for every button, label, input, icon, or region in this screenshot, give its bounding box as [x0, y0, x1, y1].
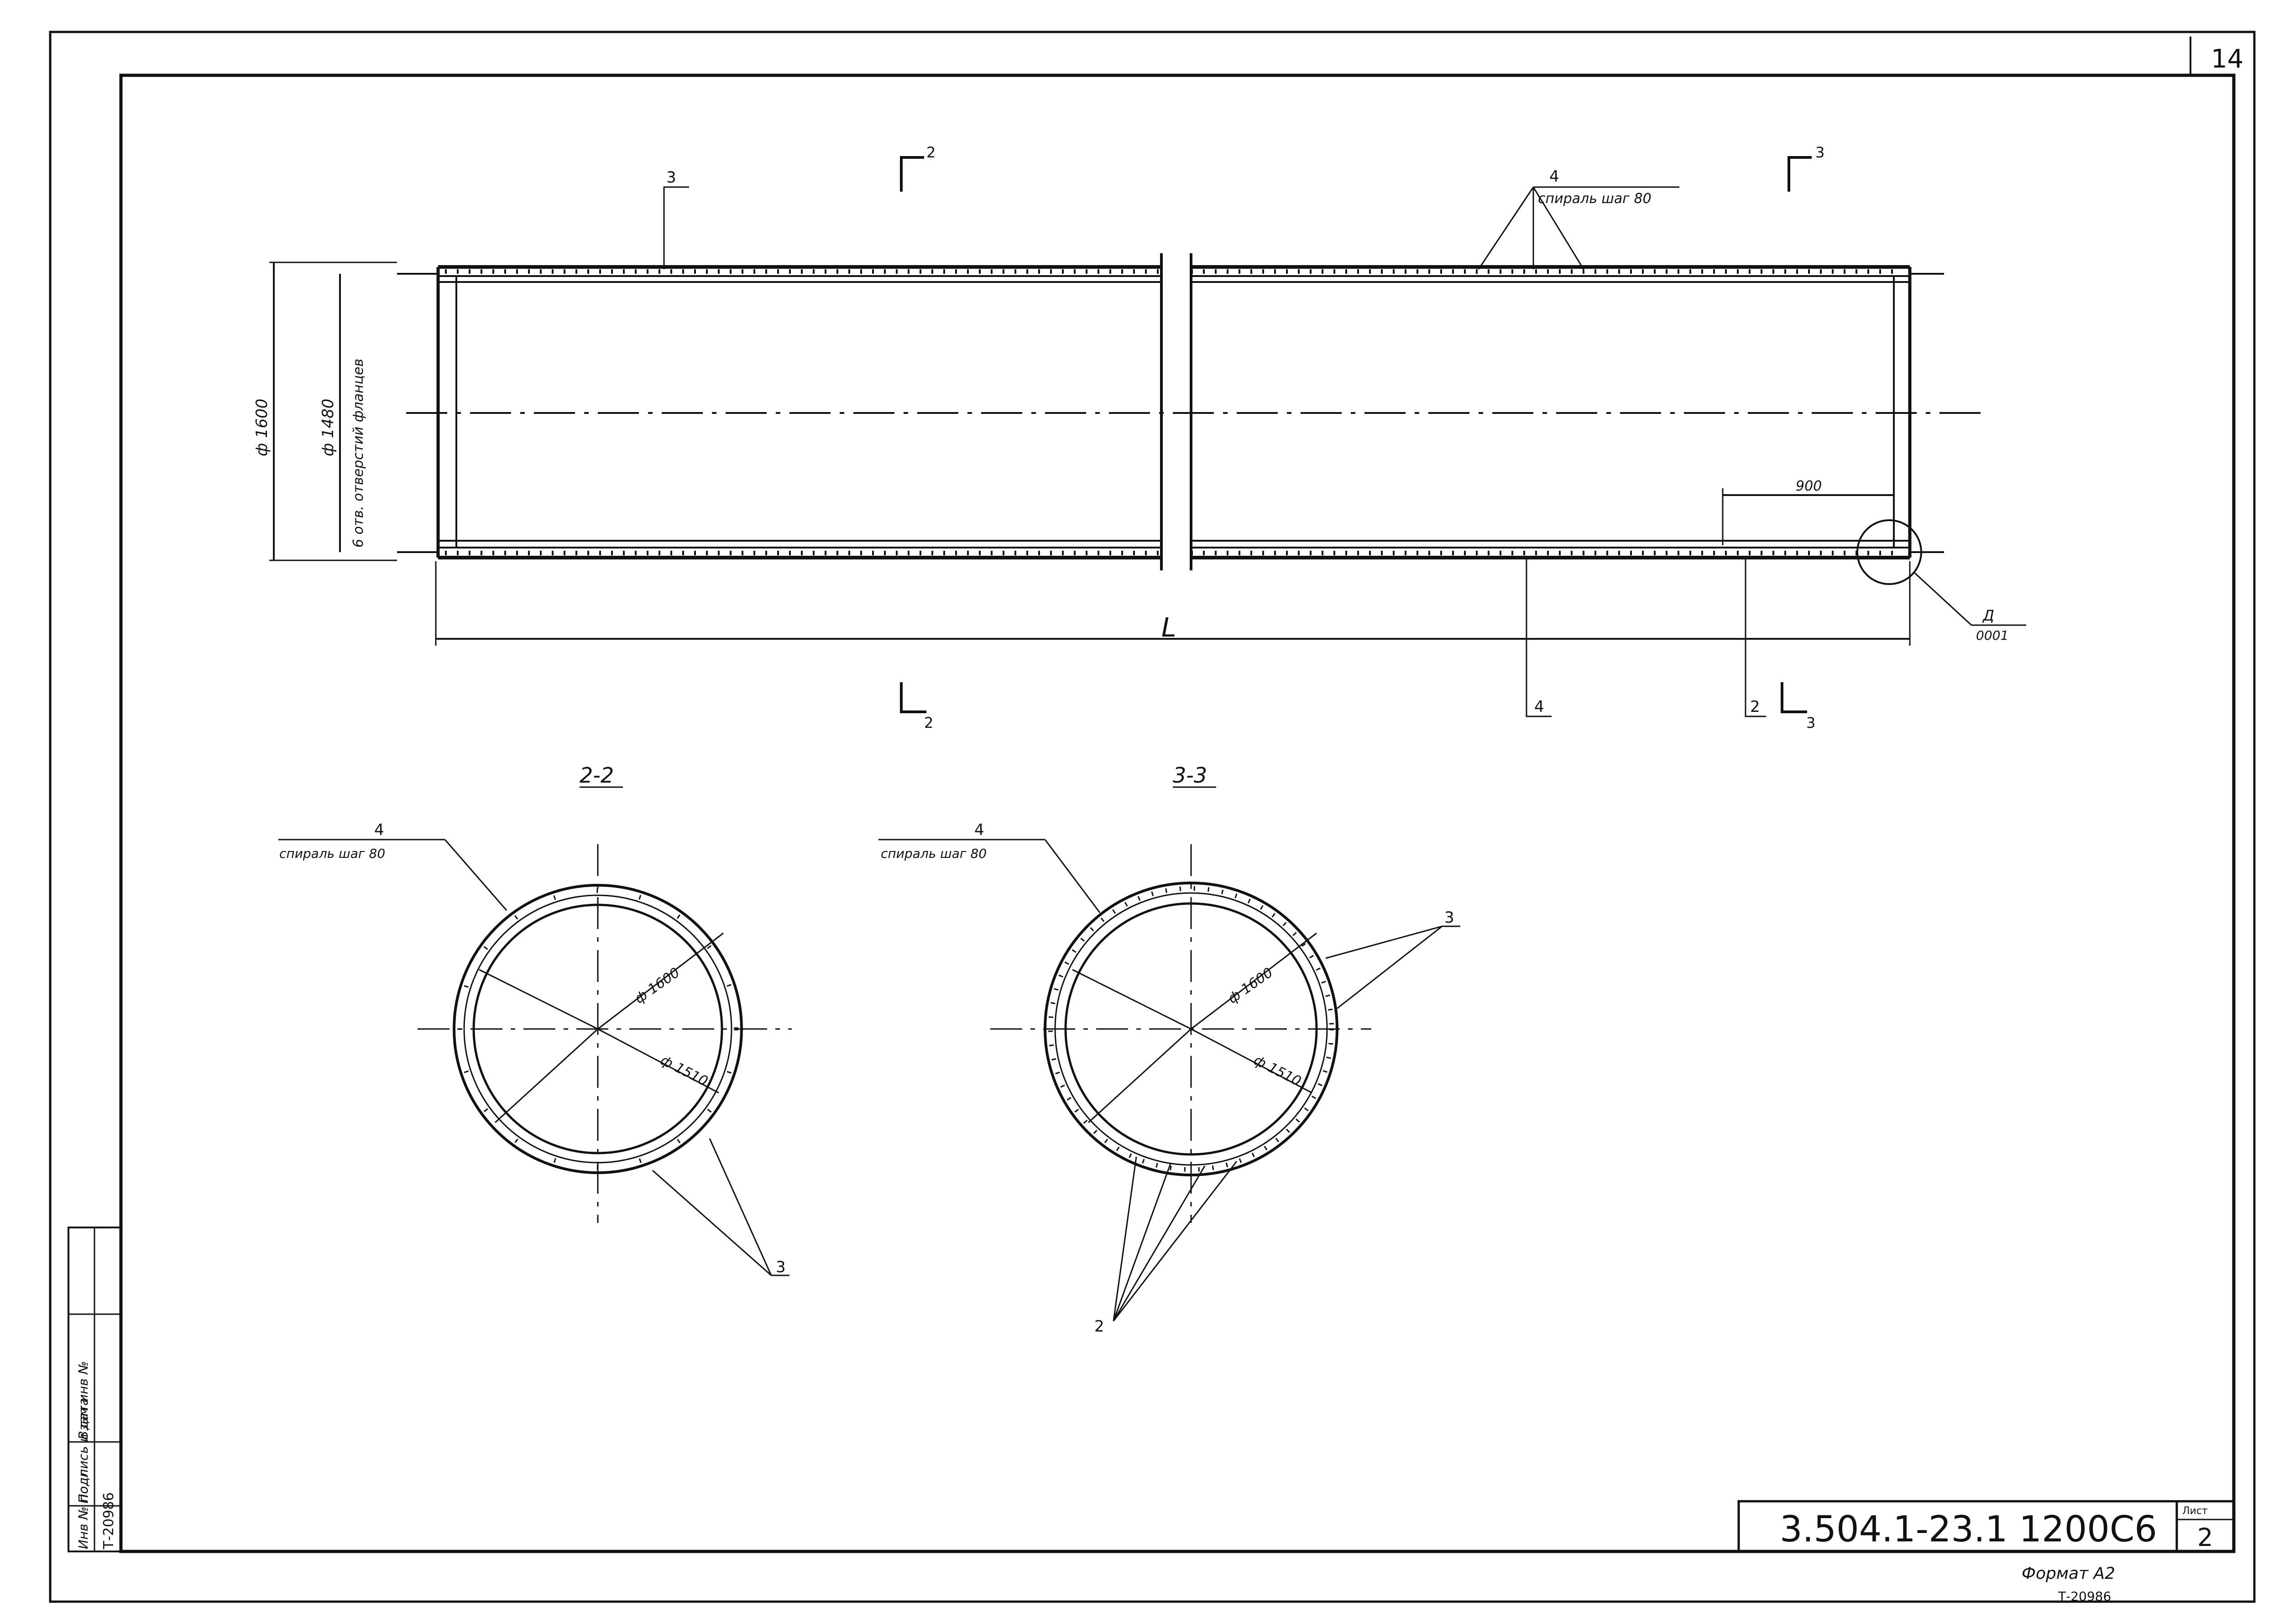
sheet-number: 2: [2197, 1523, 2213, 1552]
section-3-callout-text: спираль шаг 80: [881, 846, 987, 861]
callout-3-top-label: 3: [666, 168, 676, 187]
section-3-callout-2: 2: [1094, 1317, 1104, 1336]
dim-holes-note: 6 отв. отверстий фланцев: [350, 359, 366, 548]
inventory-stamp: Т-20986: [2058, 1589, 2111, 1604]
side-stamp: Инв № подл. Подпись и дата Взам инв № Т-…: [68, 1227, 122, 1552]
section-mark-3-bottom: 3: [1781, 682, 1815, 731]
document-code: 3.504.1-23.1 1200С6: [1780, 1509, 2157, 1550]
format-label: Формат А2: [2022, 1564, 2115, 1583]
callout-2-bottom-label: 2: [1750, 698, 1760, 716]
stamp-col-replaces-inv: Взам инв №: [76, 1361, 91, 1440]
section-2-2: 2-2 ф 1600 ф 1510 4 спираль шаг 80 3: [278, 763, 792, 1276]
detail-callout: Д 0001: [1856, 519, 2026, 643]
outer-frame: [49, 31, 2256, 1603]
detail-ref-sheet: 0001: [1976, 628, 2008, 643]
stamp-col-inv-original: Инв № подл.: [76, 1465, 91, 1549]
dimension-length: L: [435, 561, 1911, 646]
title-block: 3.504.1-23.1 1200С6 Лист 2: [1737, 1500, 2235, 1553]
dim-holes-label: ф 1480: [319, 399, 337, 456]
section-3-dia-inner: ф 1510: [1251, 1052, 1303, 1090]
dim-outer-label: ф 1600: [253, 399, 271, 456]
callout-4-top: 4 спираль шаг 80: [1478, 167, 1679, 270]
section-3-title: 3-3: [1173, 763, 1207, 788]
detail-ref-letter: Д: [1982, 607, 1994, 624]
section-mark-2-top-label: 2: [926, 144, 936, 161]
inner-frame: [119, 73, 2236, 1553]
dimension-bolt-circle: ф 1480 6 отв. отверстий фланцев: [319, 274, 366, 552]
section-mark-2-bottom-label: 2: [924, 714, 933, 731]
dimension-outer-diameter: ф 1600: [253, 261, 397, 561]
section-2-title: 2-2: [580, 763, 614, 788]
section-mark-2-bottom: 2: [900, 682, 933, 731]
dim-length-label: L: [1161, 612, 1176, 643]
callout-4-bottom: 4: [1526, 559, 1552, 717]
callout-2-bottom: 2: [1745, 559, 1766, 717]
section-3-dia-outer: ф 1600: [1225, 965, 1276, 1007]
callout-3-top: 3: [663, 168, 689, 269]
stamp-col-signature-date: Подпись и дата: [76, 1398, 91, 1504]
sheet-label: Лист: [2182, 1505, 2208, 1517]
page-number: 14: [2211, 44, 2243, 74]
section-3-callout-3: 3: [1444, 909, 1454, 927]
callout-4-top-number: 4: [1549, 167, 1559, 186]
section-mark-2-top: 2: [900, 144, 936, 192]
callout-4-top-text: спираль шаг 80: [1538, 191, 1652, 207]
section-2-dia-outer: ф 1600: [632, 965, 683, 1007]
section-mark-3-top-label: 3: [1815, 144, 1824, 161]
section-mark-3-bottom-label: 3: [1806, 714, 1815, 731]
section-2-callout-3: 3: [776, 1258, 786, 1276]
main-pipe-view: [397, 253, 1990, 570]
stamp-inv-value: Т-20986: [101, 1492, 117, 1550]
section-3-callout-number: 4: [974, 821, 984, 839]
dim-offset-label: 900: [1796, 478, 1822, 494]
section-2-callout-text: спираль шаг 80: [279, 846, 385, 861]
section-mark-3-top: 3: [1788, 144, 1824, 192]
section-2-callout-number: 4: [374, 821, 384, 839]
dimension-offset: 900: [1722, 478, 1894, 545]
section-2-dia-inner: ф 1510: [658, 1052, 710, 1090]
section-3-3: 3-3 ф 1600 ф 1510 4 спираль шаг 80 3 2: [878, 763, 1460, 1336]
callout-4-bottom-label: 4: [1534, 698, 1544, 716]
